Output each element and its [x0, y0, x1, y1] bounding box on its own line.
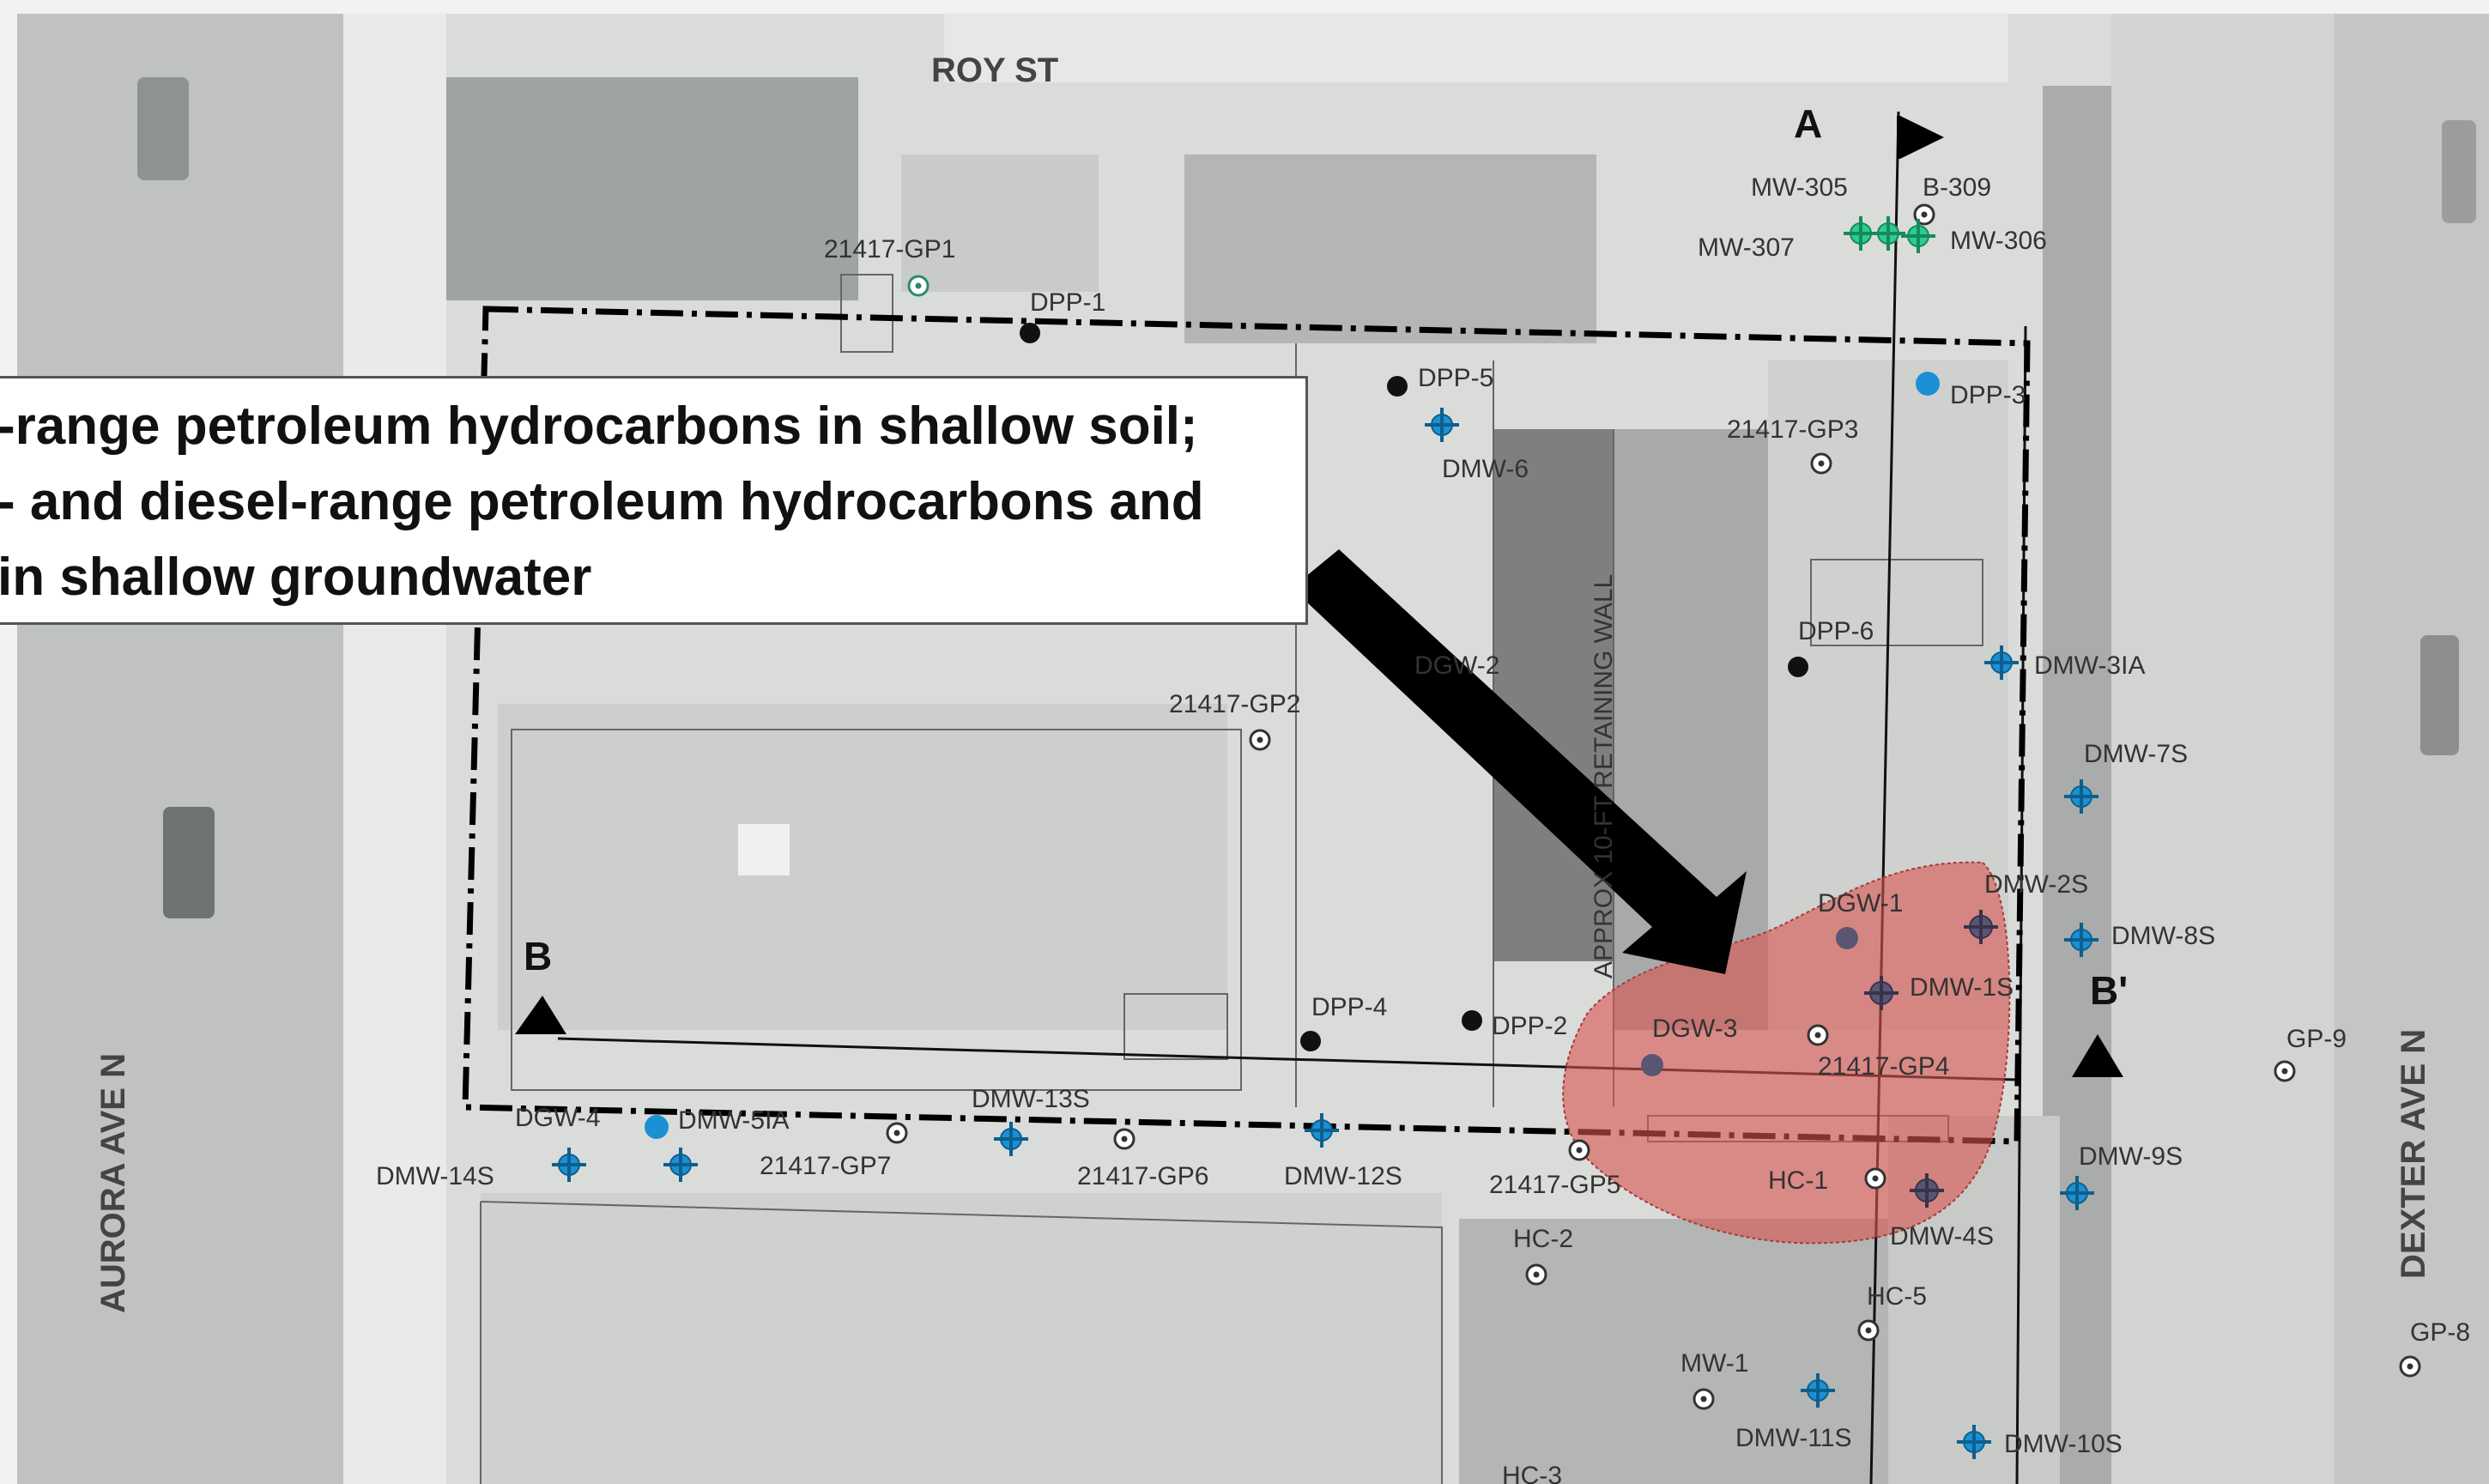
triangle-icon — [2072, 1034, 2123, 1077]
point-label-dmw12s: DMW-12S — [1284, 1162, 1402, 1190]
point-label-dmw13s: DMW-13S — [972, 1085, 1090, 1113]
boring-point-gp7 — [886, 1122, 908, 1144]
boring-point-gp4 — [1807, 1024, 1829, 1046]
point-label-dpp4: DPP-4 — [1311, 993, 1387, 1021]
point-label-dpp3: DPP-3 — [1950, 381, 2026, 409]
retaining-wall-label: APPROX 10-FT RETAINING WALL — [1590, 574, 1618, 978]
point-label-hc1: HC-1 — [1768, 1166, 1828, 1195]
boring-point-dpp6 — [1788, 657, 1808, 677]
boring-point-dpp2 — [1462, 1010, 1482, 1031]
boring-point-hc5 — [1857, 1319, 1880, 1342]
point-label-dpp1: DPP-1 — [1030, 288, 1105, 317]
flag-icon — [1900, 116, 1944, 159]
point-label-hc2: HC-2 — [1513, 1225, 1573, 1253]
point-label-dmw8s: DMW-8S — [2111, 922, 2215, 950]
point-label-hc3: HC-3 — [1502, 1462, 1562, 1484]
point-label-dgw3: DGW-3 — [1652, 1015, 1737, 1043]
point-label-dmw3ia: DMW-3IA — [2034, 651, 2145, 680]
point-label-gp8: GP-8 — [2410, 1318, 2470, 1347]
callout-arrow — [1292, 549, 1747, 974]
section-marker-b-prime: B' — [2072, 968, 2128, 1077]
boring-point-dgw1 — [1836, 927, 1858, 949]
point-label-dmw1s: DMW-1S — [1910, 973, 2014, 1002]
point-label-mw305: MW-305 — [1751, 173, 1848, 202]
section-marker-b: B — [515, 934, 566, 1034]
boring-point-dgw3 — [1641, 1054, 1663, 1076]
boring-point-dpp5 — [1387, 376, 1408, 397]
point-label-dmw4s: DMW-4S — [1890, 1222, 1994, 1251]
boring-point-dpp1 — [1020, 323, 1040, 343]
section-marker-a: A — [1794, 101, 1944, 159]
point-label-hc5: HC-5 — [1867, 1282, 1927, 1311]
boring-point-gp5 — [1568, 1139, 1590, 1161]
street-label-roy: ROY ST — [931, 51, 1058, 89]
boring-point-gp8 — [2399, 1355, 2421, 1378]
callout-box: -range petroleum hydrocarbons in shallow… — [0, 376, 1308, 625]
sample-points: MW-305 B-309 MW-307 MW-306 21417-GP1 DPP… — [376, 173, 2470, 1484]
point-label-dmw14s: DMW-14S — [376, 1162, 494, 1190]
point-label-dpp6: DPP-6 — [1798, 617, 1874, 645]
boring-point-gp9 — [2274, 1060, 2296, 1082]
section-marker-b-label: B — [524, 934, 552, 978]
point-label-b309: B-309 — [1923, 173, 1991, 202]
point-label-dmw10s: DMW-10S — [2004, 1430, 2123, 1458]
point-label-dpp2: DPP-2 — [1492, 1012, 1567, 1040]
callout-line-2: - and diesel-range petroleum hydrocarbon… — [0, 472, 1204, 531]
callout-line-3: in shallow groundwater — [0, 548, 592, 607]
boring-point-hc1 — [1864, 1167, 1886, 1190]
point-label-dmw6: DMW-6 — [1442, 455, 1529, 483]
boring-point-hc2 — [1525, 1263, 1547, 1286]
point-label-dmw7s: DMW-7S — [2084, 740, 2188, 768]
boring-point-gp3 — [1810, 452, 1832, 475]
section-marker-b-prime-label: B' — [2090, 968, 2128, 1013]
boring-point-gp2 — [1249, 729, 1271, 751]
point-label-gp7: 21417-GP7 — [760, 1152, 891, 1180]
point-label-gp1: 21417-GP1 — [824, 235, 955, 263]
point-label-dmw5ia: DMW-5IA — [678, 1106, 789, 1135]
point-label-gp9: GP-9 — [2286, 1025, 2347, 1053]
street-label-aurora: AURORA AVE N — [94, 1053, 132, 1313]
boring-point-dpp3 — [1916, 372, 1940, 396]
point-label-dpp5: DPP-5 — [1418, 364, 1493, 392]
point-label-gp2: 21417-GP2 — [1169, 690, 1300, 718]
point-label-gp6: 21417-GP6 — [1077, 1162, 1208, 1190]
boring-point-gp1 — [907, 275, 930, 297]
boring-point-dgw4 — [645, 1115, 669, 1139]
point-label-gp5: 21417-GP5 — [1489, 1171, 1620, 1199]
section-line-a — [1869, 111, 1900, 1484]
point-label-mw307: MW-307 — [1698, 233, 1795, 262]
boring-point-gp6 — [1113, 1128, 1135, 1150]
point-label-dgw1: DGW-1 — [1818, 889, 1903, 918]
point-label-gp3: 21417-GP3 — [1727, 415, 1858, 444]
point-label-mw306: MW-306 — [1950, 227, 2047, 255]
point-label-dmw11s: DMW-11S — [1735, 1424, 1852, 1452]
point-label-dmw9s: DMW-9S — [2079, 1142, 2183, 1171]
point-label-mw1: MW-1 — [1681, 1349, 1748, 1378]
callout-line-1: -range petroleum hydrocarbons in shallow… — [0, 397, 1198, 456]
point-label-dgw2: DGW-2 — [1414, 651, 1499, 680]
street-label-dexter: DEXTER AVE N — [2395, 1029, 2432, 1279]
triangle-icon — [515, 996, 566, 1034]
boring-point-dpp4 — [1300, 1031, 1321, 1051]
point-label-dgw4: DGW-4 — [515, 1104, 600, 1132]
contamination-plume — [1562, 861, 2011, 1245]
point-label-dmw2s: DMW-2S — [1984, 870, 2088, 899]
point-label-gp4: 21417-GP4 — [1818, 1052, 1949, 1081]
boring-point-mw1 — [1693, 1388, 1715, 1410]
section-marker-a-label: A — [1794, 101, 1822, 146]
